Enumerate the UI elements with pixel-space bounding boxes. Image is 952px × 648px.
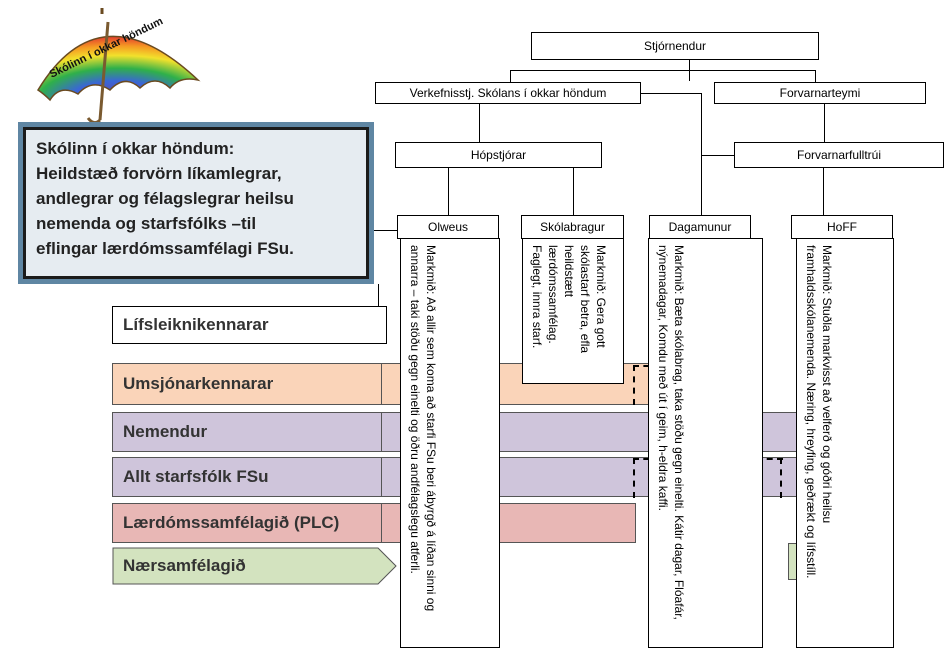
callout-line: Skólinn í okkar höndum: [36, 139, 235, 158]
band-label-laerdomssamfelag: Lærdómssamfélagið (PLC) [112, 503, 382, 543]
column-dagamunur: Markmið: Bæta skólabrag, taka stöðu gegn… [648, 238, 763, 648]
connector [448, 167, 449, 215]
org-box-stjornendur: Stjórnendur [531, 32, 819, 60]
column-olweus: Markmið: Að allir sem koma að starfi FSu… [400, 238, 500, 648]
band-label-lifsleiknikennarar: Lífsleiknikennarar [112, 306, 387, 344]
dash-separator [780, 458, 782, 498]
connector [824, 103, 825, 143]
callout-line: andlegrar og félagslegrar heilsu [36, 189, 294, 208]
arrow-shape-icon [112, 547, 397, 585]
connector [701, 93, 702, 223]
umbrella-logo: Skólinn í okkar höndum [30, 8, 210, 126]
column-head-olweus: Olweus [397, 215, 499, 239]
umbrella-icon [36, 8, 201, 125]
connector [374, 230, 398, 231]
band-naersamfelag-arrow: Nærsamfélagið [112, 547, 398, 585]
org-box-verkefnisstjori: Verkefnisstj. Skólans í okkar höndum [375, 82, 641, 104]
column-hoff-text: Markmið: Stuðla markvisst að velferð og … [804, 245, 834, 579]
org-box-hopstjorar: Hópstjórar [395, 142, 602, 168]
column-hoff: Markmið: Stuðla markvisst að velferð og … [796, 238, 894, 648]
org-box-forvarnarteymi: Forvarnarteymi [714, 82, 926, 104]
column-dagamunur-text: Markmið: Bæta skólabrag, taka stöðu gegn… [656, 245, 686, 620]
dash-separator [633, 365, 635, 405]
column-skolabragur-text: Markmið: Gera gott skólastarf betra, efl… [530, 245, 608, 354]
band-label-umsjonarkennarar: Umsjónarkennarar [112, 363, 382, 405]
band-label-allt-starfsfolk: Allt starfsfólk FSu [112, 457, 382, 497]
column-olweus-text: Markmið: Að allir sem koma að starfi FSu… [408, 245, 438, 612]
callout-line: eflingar lærdómssamfélagi FSu. [36, 239, 294, 258]
connector [640, 93, 702, 94]
callout-text: Skólinn í okkar höndum: Heildstæð forvör… [23, 127, 369, 279]
column-head-dagamunur: Dagamunur [649, 215, 751, 239]
connector [823, 166, 824, 216]
band-label-nemendur: Nemendur [112, 412, 382, 452]
connector [479, 104, 480, 142]
dash-separator [633, 458, 635, 498]
connector [378, 284, 379, 306]
callout-line: Heildstæð forvörn líkamlegrar, [36, 164, 282, 183]
callout-box: Skólinn í okkar höndum: Heildstæð forvör… [18, 122, 374, 284]
connector [573, 167, 574, 215]
connector [510, 70, 815, 71]
connector [510, 70, 511, 83]
connector [815, 70, 816, 83]
connector [701, 155, 734, 156]
column-head-skolabragur: Skólabragur [521, 215, 624, 239]
column-skolabragur: Markmið: Gera gott skólastarf betra, efl… [522, 238, 624, 384]
callout-line: nemenda og starfsfólks –til [36, 214, 257, 233]
org-box-forvarnarfulltrui: Forvarnarfulltrúi [734, 142, 944, 168]
band-label-naersamfelag: Nærsamfélagið [123, 556, 246, 575]
column-head-hoff: HoFF [791, 215, 893, 239]
